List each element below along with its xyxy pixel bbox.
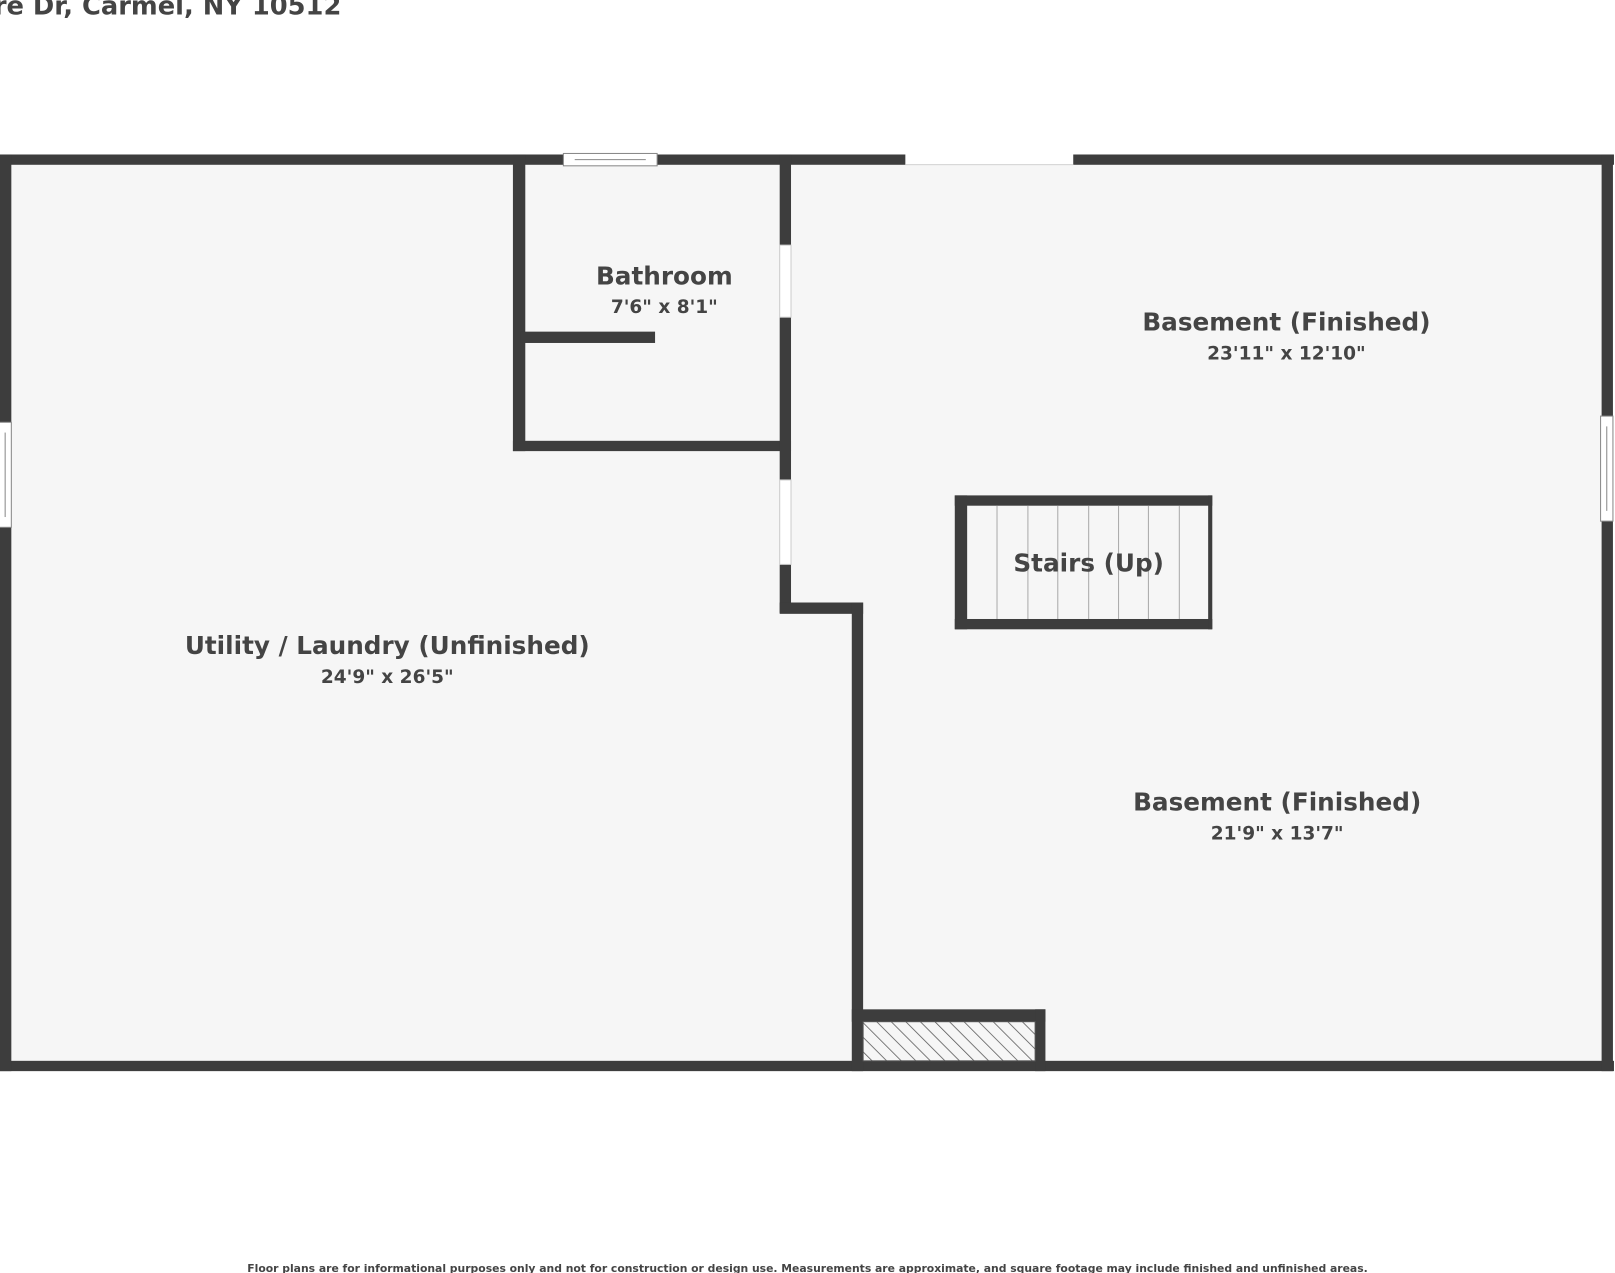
room-name-utility: Utility / Laundry (Unfinished)	[185, 631, 590, 660]
room-name-bathroom: Bathroom	[596, 261, 733, 290]
door-bathroom	[779, 244, 792, 318]
room-name-basement-lower: Basement (Finished)	[1133, 788, 1421, 817]
walls	[0, 154, 1614, 1072]
opening-top	[905, 153, 1074, 166]
disclaimer: Floor plans are for informational purpos…	[247, 1262, 1367, 1273]
door-utility	[779, 479, 792, 565]
room-name-stairs: Stairs (Up)	[1013, 549, 1164, 578]
stair-treads	[996, 505, 1180, 619]
address-title: re Dr, Carmel, NY 10512	[0, 0, 341, 21]
room-dim-basement-lower: 21'9" x 13'7"	[1211, 823, 1344, 844]
room-dim-bathroom: 7'6" x 8'1"	[611, 297, 718, 318]
chimney-hatch	[862, 1021, 1036, 1062]
room-name-basement-upper: Basement (Finished)	[1142, 308, 1430, 337]
windows	[0, 152, 1614, 565]
room-dim-basement-upper: 23'11" x 12'10"	[1207, 343, 1366, 364]
room-dim-utility: 24'9" x 26'5"	[321, 667, 454, 688]
